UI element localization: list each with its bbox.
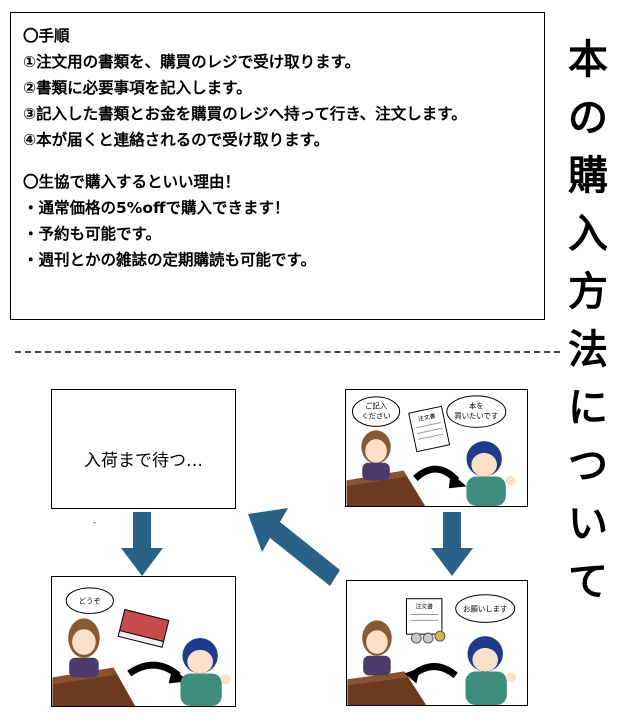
vertical-title-char: 法 — [568, 327, 608, 373]
arrow-down-right — [431, 512, 473, 576]
reason-2: ・予約も可能です。 — [23, 225, 161, 243]
bubble-want-book-1: 本を — [469, 402, 484, 411]
doc-title-2: 注文書 — [415, 603, 433, 611]
step-3: ③記入した書類とお金を購買のレジへ持って行き、注文します。 — [23, 105, 467, 123]
instructions-box: 〇手順 ①注文用の書類を、購買のレジで受け取ります。 ②書類に必要事項を記入しま… — [10, 12, 545, 320]
reason-3: ・週刊とかの雑誌の定期購読も可能です。 — [23, 251, 316, 269]
vertical-title: 本 の 購 入 方 法 に つ い て — [563, 40, 613, 620]
vertical-title-char: て — [568, 559, 608, 605]
reasons-heading: 〇生協で購入するといい理由！ — [23, 173, 241, 191]
step-4: ④本が届くと連絡されるので受け取ります。 — [23, 131, 330, 149]
reason-1: ・通常価格の5%offで購入できます！ — [23, 199, 290, 217]
waiting-text: 入荷まで待つ… — [84, 451, 203, 471]
bubble-want-book-2: 買いたいです — [454, 412, 498, 421]
panel-receive-book: どうぞ — [51, 576, 236, 707]
doc-title: 注文書 — [417, 412, 436, 424]
bubble-fill-in-2: ください — [361, 412, 390, 421]
bubble-please: お願いします — [463, 605, 507, 614]
panel-submit-order-illustration: 注文書 お願いします — [347, 594, 516, 705]
bubble-here-you-go: どうぞ — [79, 597, 101, 606]
panel-request-form: ご記入 ください 注文書 本を 買いたいです — [345, 389, 528, 507]
step-1: ①注文用の書類を、購買のレジで受け取ります。 — [23, 53, 361, 71]
dashed-divider — [15, 351, 560, 353]
vertical-title-char: 方 — [568, 269, 608, 315]
arrow-diagonal-up-left — [248, 508, 340, 588]
vertical-title-char: つ — [568, 443, 608, 489]
arrow-down-left — [121, 512, 163, 576]
stray-mark: - — [93, 518, 96, 527]
vertical-title-char: い — [568, 501, 608, 547]
panel-receive-book-illustration: どうぞ — [52, 587, 231, 706]
panel-waiting: 入荷まで待つ… — [51, 389, 236, 509]
panel-submit-order: 注文書 お願いします — [346, 580, 528, 706]
panel-request-form-illustration: ご記入 ください 注文書 本を 買いたいです — [346, 395, 516, 506]
vertical-title-char: の — [568, 95, 608, 141]
vertical-title-char: 本 — [568, 37, 608, 83]
vertical-title-char: に — [568, 385, 608, 431]
step-2: ②書類に必要事項を記入します。 — [23, 79, 252, 97]
bubble-fill-in-1: ご記入 — [365, 402, 388, 411]
vertical-title-char: 入 — [568, 211, 608, 257]
steps-heading: 〇手順 — [23, 27, 70, 45]
vertical-title-char: 購 — [568, 153, 608, 199]
